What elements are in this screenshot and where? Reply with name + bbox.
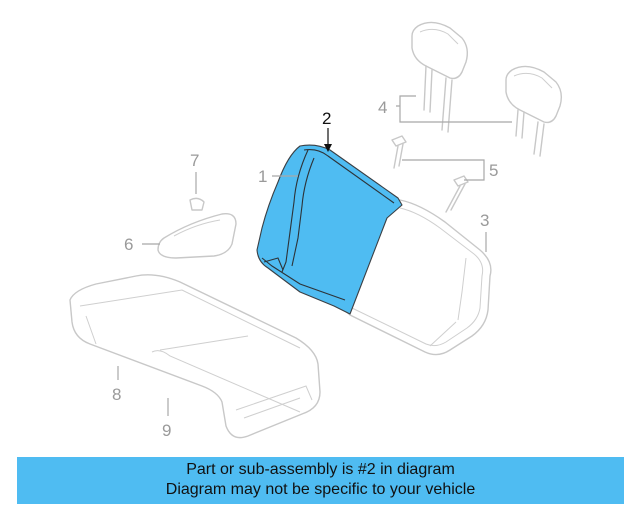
part-5-guides [391,135,485,213]
callout-9: 9 [162,421,171,440]
part-3-seatback-frame [337,199,492,356]
parts-diagram: 1 2 3 4 5 6 7 8 9 [69,21,563,440]
part-2-seatback-cover [256,144,403,315]
part-4-headrests [396,21,563,157]
callout-2: 2 [322,109,331,128]
part-6-armrest [157,197,237,259]
callout-6: 6 [124,235,133,254]
info-banner: Part or sub-assembly is #2 in diagram Di… [17,457,624,504]
banner-line-1: Part or sub-assembly is #2 in diagram [186,461,455,478]
callout-1: 1 [258,167,267,186]
callout-3: 3 [480,211,489,230]
part-8-9-seat-cushion [69,274,321,439]
callout-7: 7 [190,151,199,170]
callout-5: 5 [489,161,498,180]
callout-8: 8 [112,385,121,404]
callout-4: 4 [378,98,387,117]
banner-line-2: Diagram may not be specific to your vehi… [165,481,476,498]
callout-leaders [117,128,487,416]
